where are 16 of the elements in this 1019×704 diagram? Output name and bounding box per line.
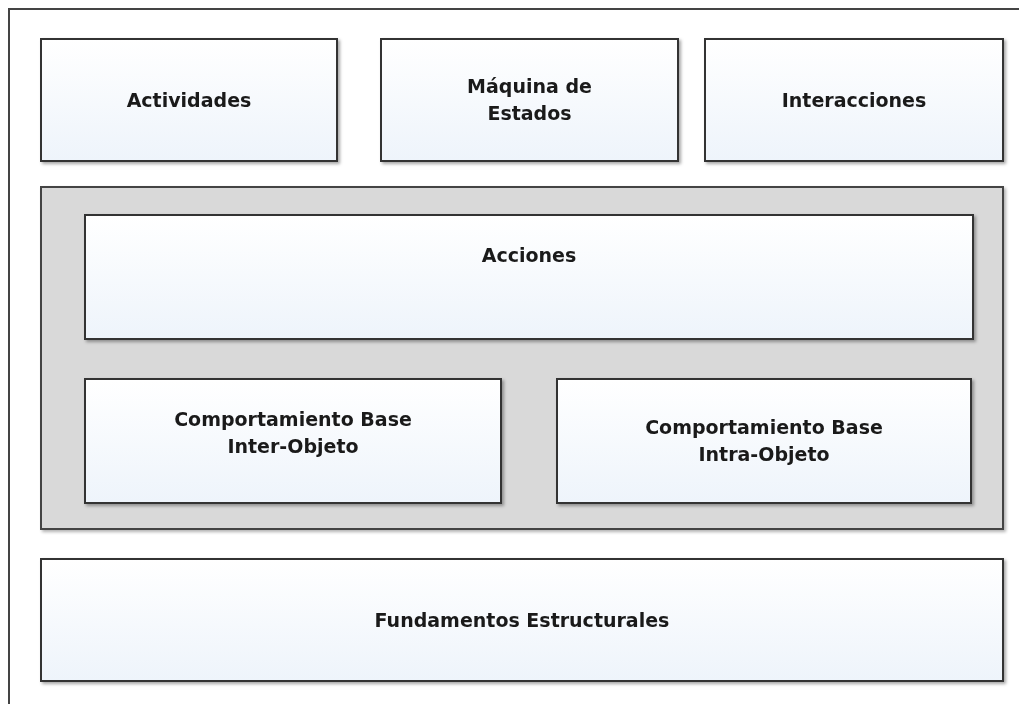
- layer-box: [556, 378, 972, 504]
- grouping-panel: [40, 186, 1004, 530]
- box-label: Comportamiento Base Inter-Objeto: [173, 407, 413, 459]
- box-label: Comportamiento Base Intra-Objeto: [644, 415, 884, 467]
- outer-frame: [8, 8, 1019, 704]
- layer-box: [40, 558, 1004, 682]
- box-label: Interacciones: [780, 87, 928, 113]
- box-label: Máquina de Estados: [466, 74, 593, 126]
- layer-box: [40, 38, 338, 162]
- layer-box: [704, 38, 1004, 162]
- layer-box: [84, 378, 502, 504]
- layer-box: [84, 214, 974, 340]
- box-label: Actividades: [125, 87, 253, 113]
- box-label: Fundamentos Estructurales: [373, 607, 671, 633]
- layer-box: [380, 38, 679, 162]
- box-label: Acciones: [480, 243, 578, 268]
